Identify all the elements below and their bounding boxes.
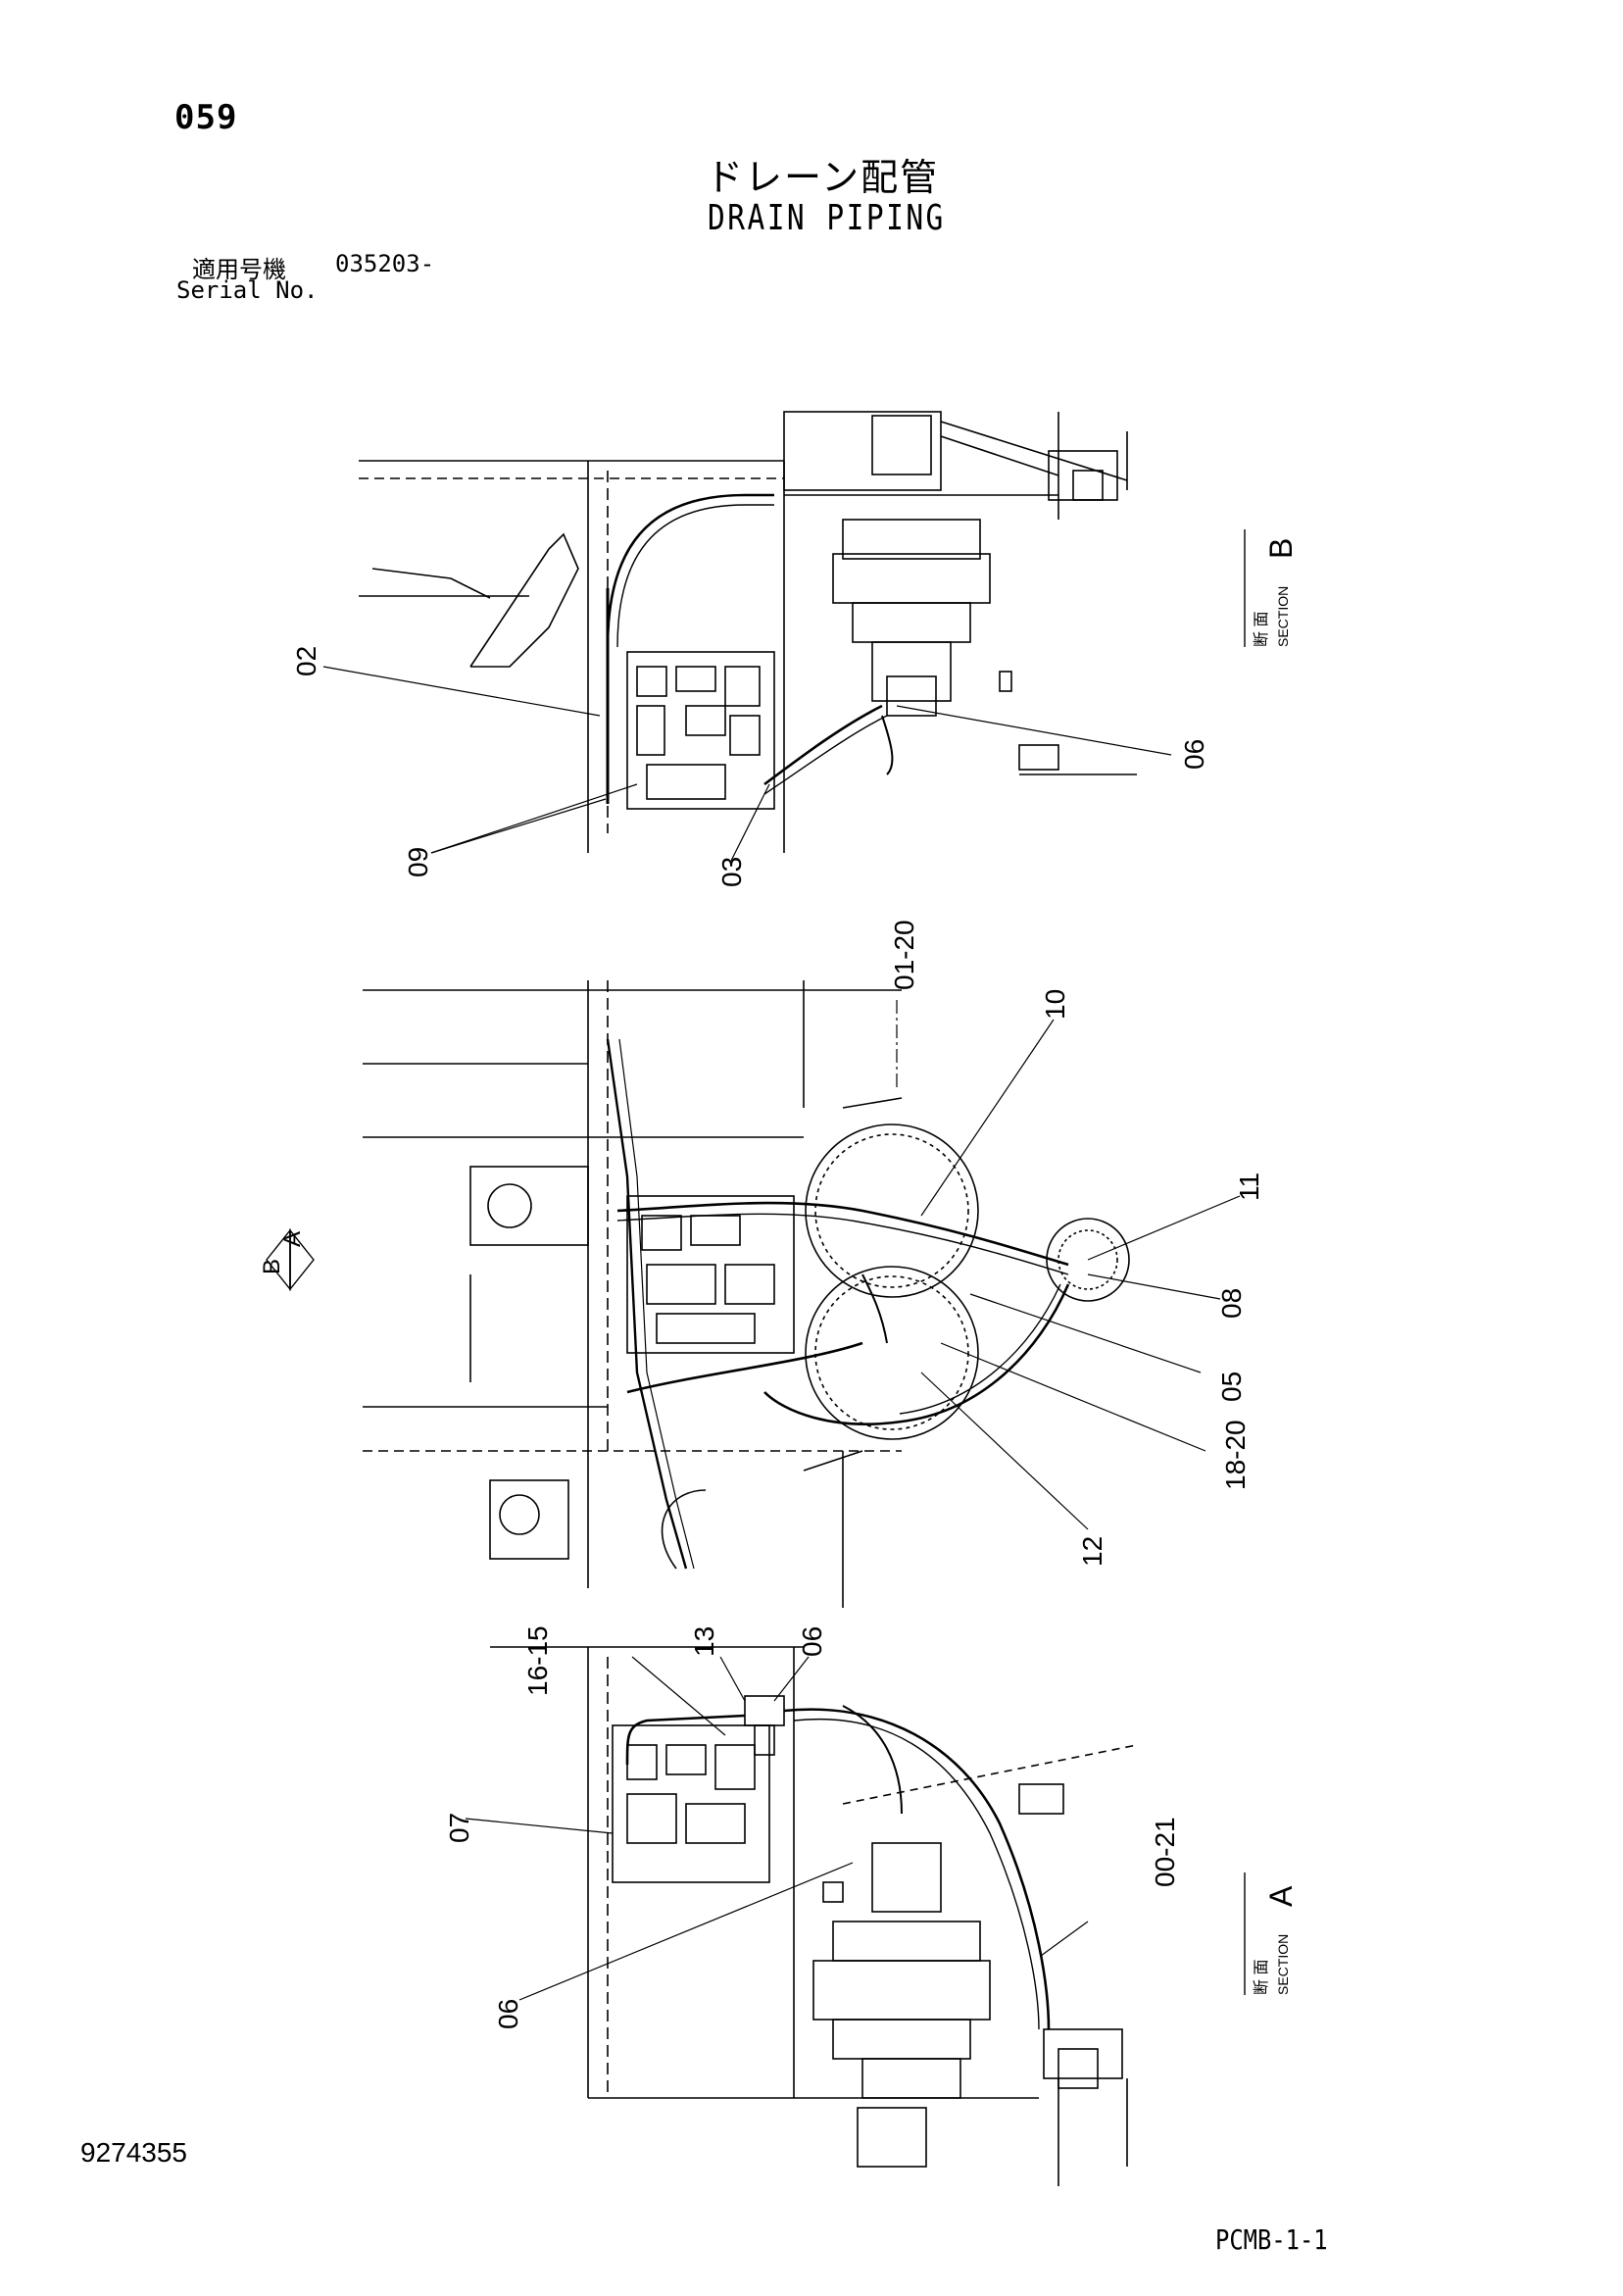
section-b-letter: B xyxy=(1263,538,1299,559)
title-japanese: ドレーン配管 xyxy=(706,156,940,199)
serial-label-japanese: 適用号機 xyxy=(192,256,286,283)
section-b-view xyxy=(322,411,1172,864)
callout-12: 12 xyxy=(1077,1536,1107,1567)
callout-01-20: 01-20 xyxy=(889,920,919,990)
callout-08: 08 xyxy=(1216,1288,1247,1319)
serial-label-english: Serial No. xyxy=(176,276,319,304)
callout-16-15: 16-15 xyxy=(522,1625,553,1696)
callout-09: 09 xyxy=(403,847,433,877)
callout-18-20: 18-20 xyxy=(1220,1420,1251,1490)
callout-00-21: 00-21 xyxy=(1150,1817,1180,1887)
callout-labels: 02 09 03 06 01-20 10 11 08 05 18-20 12 1… xyxy=(291,646,1264,2029)
callout-02: 02 xyxy=(291,646,321,676)
callout-13: 13 xyxy=(689,1626,719,1657)
callout-06-top: 06 xyxy=(1179,739,1209,770)
section-a-kanji: 断 面 xyxy=(1253,1960,1270,1995)
view-direction-marker: B A xyxy=(259,1228,315,1291)
title-english: DRAIN PIPING xyxy=(708,198,946,238)
serial-value: 035203- xyxy=(335,250,435,277)
section-a-word: SECTION xyxy=(1275,1934,1291,1995)
callout-11: 11 xyxy=(1234,1173,1264,1201)
section-b-word: SECTION xyxy=(1275,586,1291,647)
sheet-code: PCMB-1-1 xyxy=(1215,2223,1328,2256)
callout-07: 07 xyxy=(444,1813,474,1843)
view-marker-a: A xyxy=(279,1231,306,1247)
callout-03: 03 xyxy=(716,857,747,887)
section-a-view xyxy=(465,1646,1138,2186)
callout-10: 10 xyxy=(1040,989,1070,1020)
callout-06-bottom-right: 06 xyxy=(797,1626,827,1657)
section-a-label: 断 面 SECTION A xyxy=(1244,1872,1299,1995)
view-marker-b: B xyxy=(259,1259,285,1274)
main-plan-view xyxy=(363,980,1241,1608)
section-a-letter: A xyxy=(1263,1885,1299,1907)
section-b-kanji: 断 面 xyxy=(1253,612,1270,647)
callout-06-bottom-left: 06 xyxy=(493,1999,523,2029)
page-number: 059 xyxy=(174,98,238,137)
callout-05: 05 xyxy=(1216,1372,1247,1402)
document-number: 9274355 xyxy=(80,2137,188,2168)
section-b-label: 断 面 SECTION B xyxy=(1244,529,1299,647)
